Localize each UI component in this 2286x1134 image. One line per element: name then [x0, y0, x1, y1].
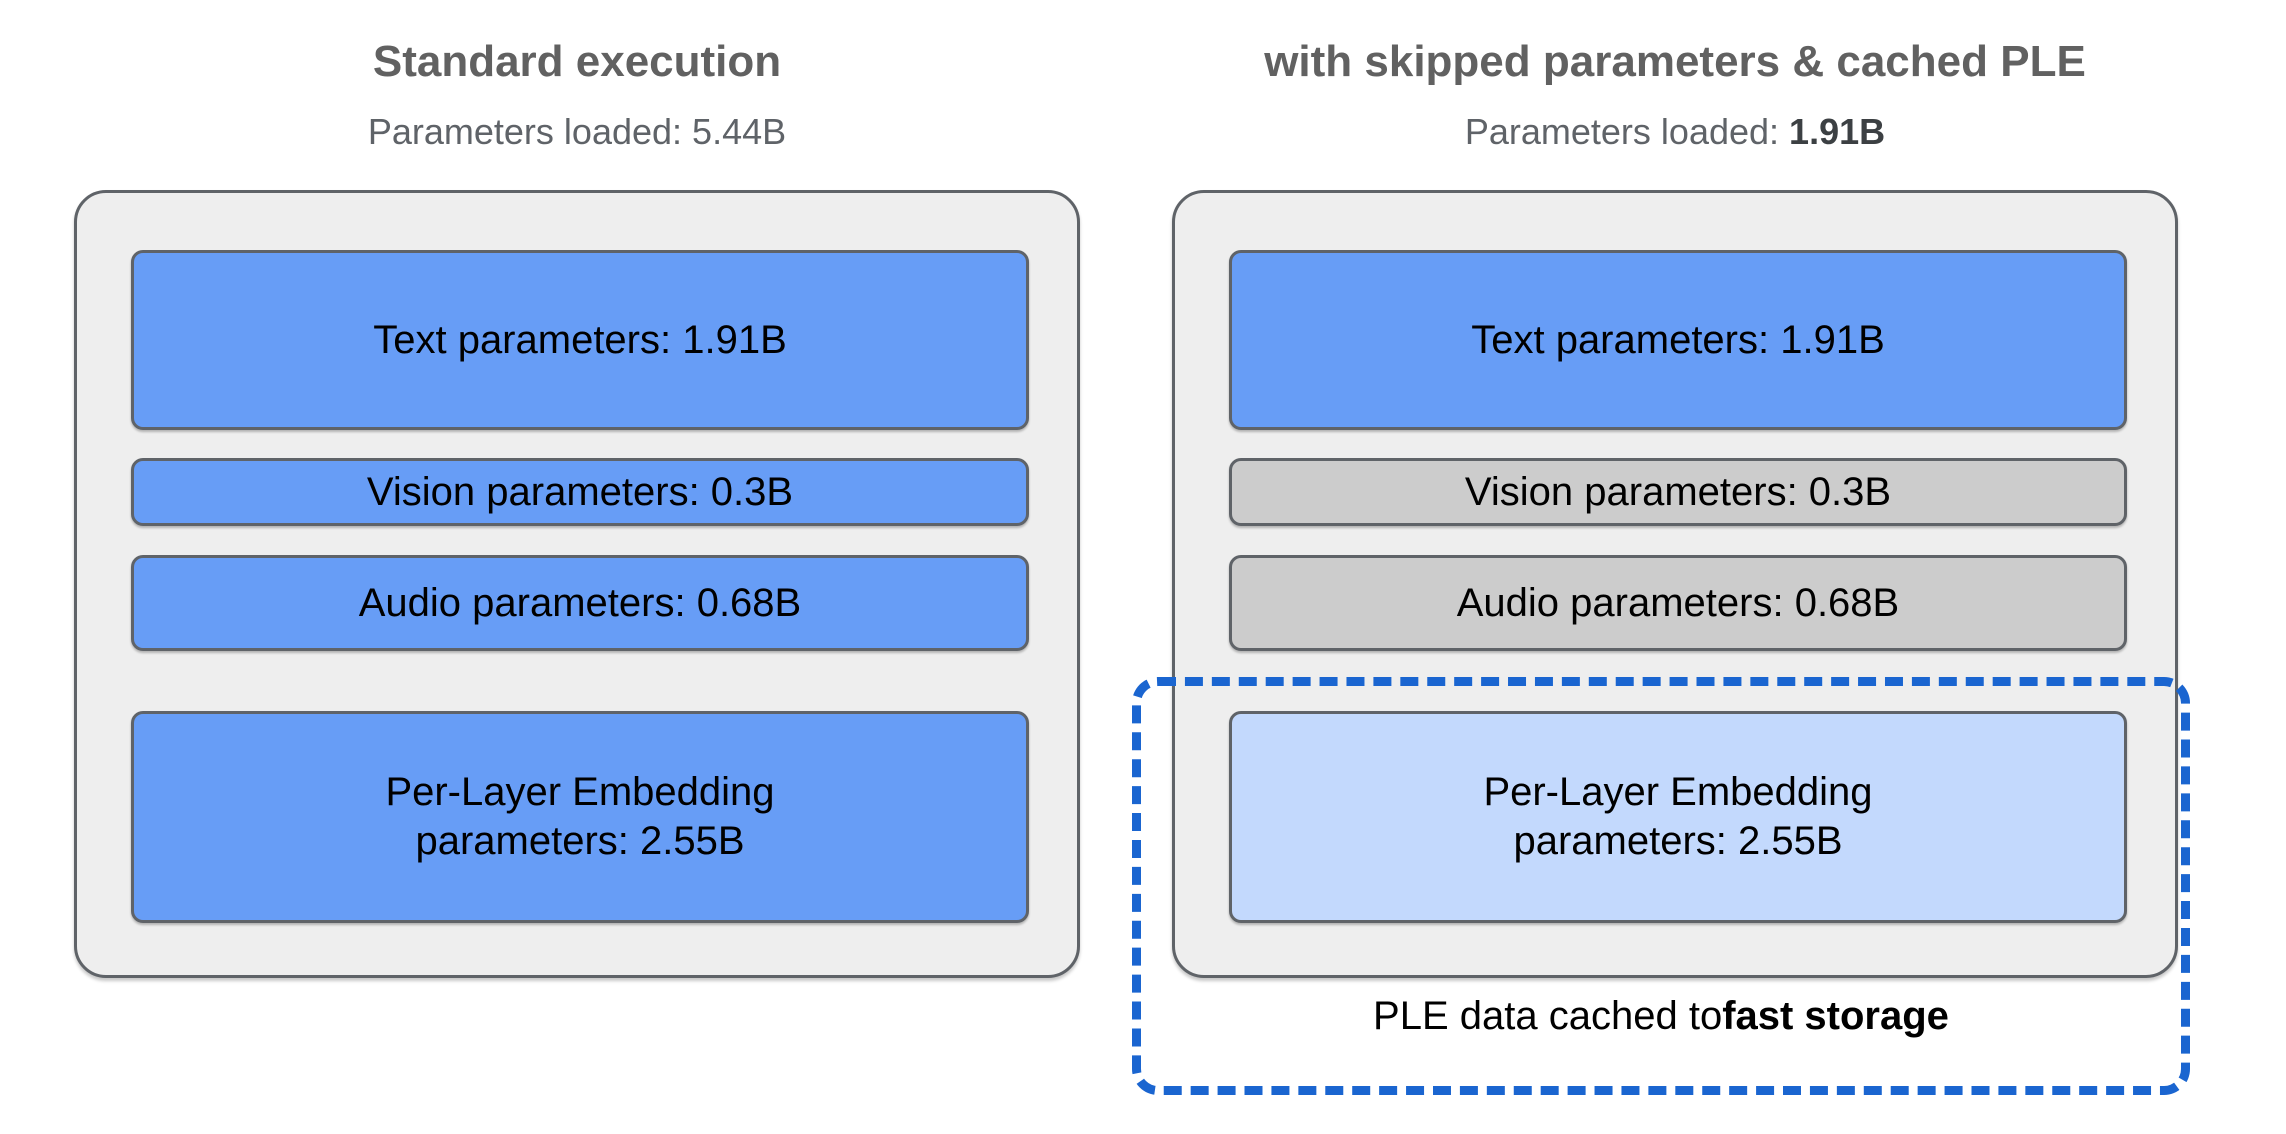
block-vision-parameters-optimized[interactable]: Vision parameters: 0.3B — [1229, 458, 2127, 526]
block-text-parameters-standard[interactable]: Text parameters: 1.91B — [131, 250, 1029, 430]
block-audio-parameters-optimized[interactable]: Audio parameters: 0.68B — [1229, 555, 2127, 651]
column-title-standard: Standard execution — [372, 37, 782, 86]
block-vision-parameters-standard[interactable]: Vision parameters: 0.3B — [131, 458, 1029, 526]
subtitle-label-standard: Parameters loaded: — [367, 111, 693, 152]
block-text-parameters-optimized[interactable]: Text parameters: 1.91B — [1229, 250, 2127, 430]
subtitle-label-optimized: Parameters loaded: — [1464, 111, 1790, 152]
cache-region-caption: PLE data cached to fast storage — [1132, 980, 2190, 1052]
cache-caption-emphasis: fast storage — [1722, 993, 1949, 1038]
block-audio-parameters-standard[interactable]: Audio parameters: 0.68B — [131, 555, 1029, 651]
subtitle-value-standard: 5.44B — [692, 111, 787, 152]
block-ple-parameters-standard[interactable]: Per-Layer Embedding parameters: 2.55B — [131, 711, 1029, 923]
column-subtitle-optimized: Parameters loaded: 1.91B — [1172, 114, 2178, 150]
panel-optimized-execution: Text parameters: 1.91B Vision parameters… — [1172, 190, 2178, 978]
column-subtitle-standard: Parameters loaded: 5.44B — [74, 114, 1080, 150]
panel-standard-execution: Text parameters: 1.91B Vision parameters… — [74, 190, 1080, 978]
block-ple-parameters-optimized[interactable]: Per-Layer Embedding parameters: 2.55B — [1229, 711, 2127, 923]
subtitle-value-optimized: 1.91B — [1789, 111, 1886, 152]
column-title-optimized: with skipped parameters & cached PLE — [1264, 37, 2086, 86]
cache-caption-prefix: PLE data cached to — [1373, 993, 1723, 1038]
